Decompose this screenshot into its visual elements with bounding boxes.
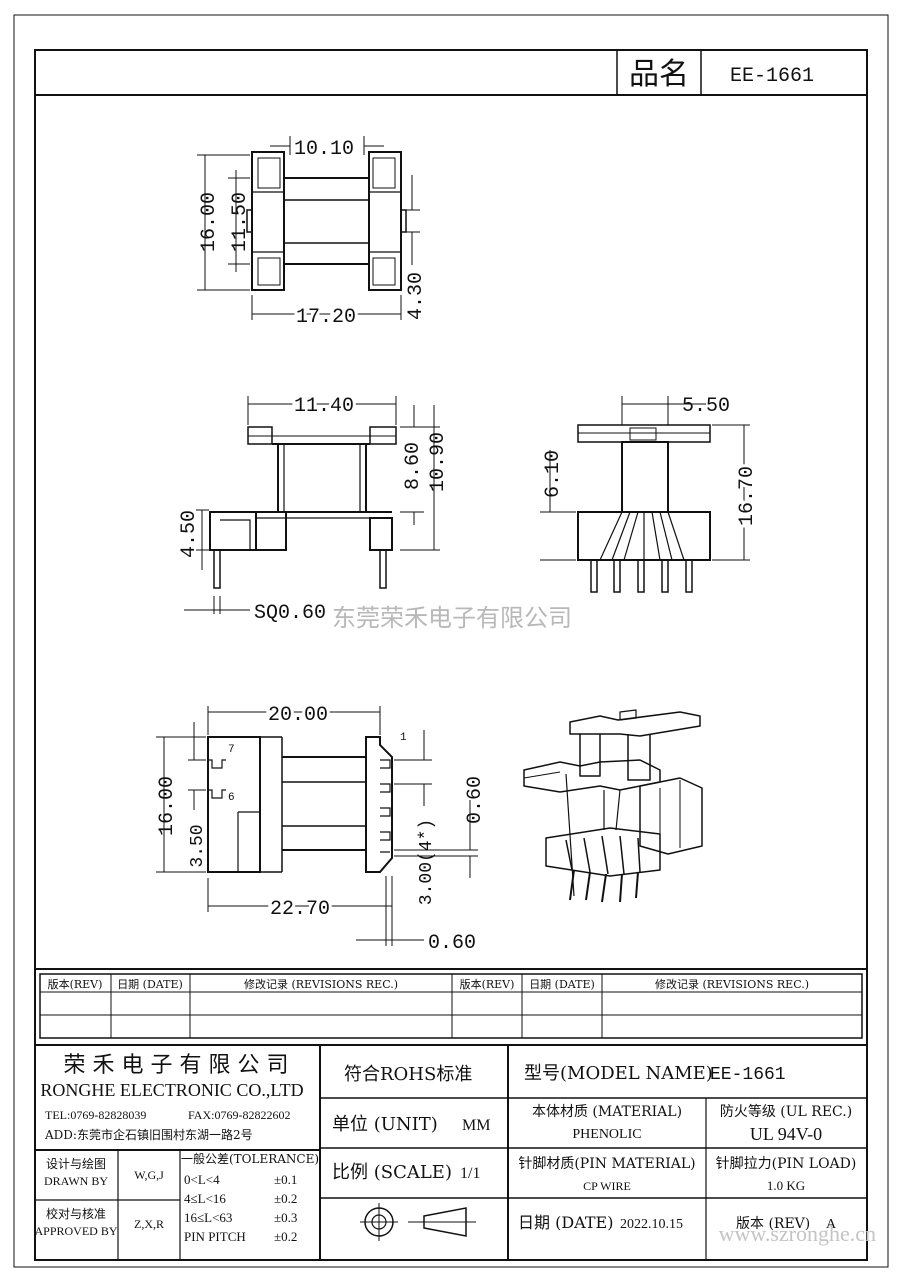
front-view-dim-left: 4.50 [178,510,201,558]
rev-header-1: 版本(REV) [48,977,103,991]
material-label: 本体材质 (MATERIAL) [532,1104,682,1120]
revisions-table: 版本(REV) 日期 (DATE) 修改记录 (REVISIONS REC.) … [35,968,867,1039]
side-view-dim-top: 5.50 [682,395,730,418]
tolerance-range-4: PIN PITCH [184,1229,246,1244]
part-number: EE-1661 [730,65,814,88]
watermark-url: www.szronghe.cn [719,1221,876,1246]
outer-frame [13,14,889,1268]
front-view-dim-right-outer: 10.90 [427,432,450,492]
rev-header-2: 日期 (DATE) [117,978,183,991]
pin-label-1: 1 [400,732,407,744]
rev-header-5: 日期 (DATE) [529,978,595,991]
front-view-dim-top: 11.40 [294,395,354,418]
drawn-by-en: DRAWN BY [44,1174,108,1188]
rev-header-6: 修改记录 (REVISIONS REC.) [655,977,809,991]
ul-label: 防火等级 (UL REC.) [720,1103,852,1120]
approved-by-en: APPROVED BY [34,1224,117,1238]
front-view: 11.40 8.60 10.90 4.50 SQ0.60 [178,392,450,625]
side-view-dim-right: 16.70 [736,466,759,526]
bottom-view: 7 6 1 20.00 16.00 3.50 3.00(4*) 0.60 22.… [156,701,487,955]
pin-label-7: 7 [228,744,235,756]
rev-header-3: 修改记录 (REVISIONS REC.) [244,977,398,991]
unit-value: MM [462,1117,490,1134]
pin-label-6: 6 [228,792,235,804]
name-label: 品名 [629,57,689,92]
front-view-dim-pin: SQ0.60 [254,602,326,625]
drawn-by-value: W,G,J [134,1168,164,1182]
date-label: 日期 (DATE) [518,1213,613,1232]
tolerance-title: 一般公差(TOLERANCE) [181,1151,319,1166]
date-value: 2022.10.15 [620,1217,683,1232]
tolerance-range-1: 0<L<4 [184,1172,220,1187]
company-en: RONGHE ELECTRONIC CO.,LTD [40,1080,303,1100]
rev-label: 版本 (REV) [736,1216,810,1232]
front-view-dim-right-inner: 8.60 [402,442,425,490]
tolerance-value-2: ±0.2 [274,1191,297,1206]
inner-frame [34,49,868,1261]
projection-symbol [360,1203,476,1241]
approved-by-value: Z,X,R [134,1217,164,1231]
tolerance-value-3: ±0.3 [274,1210,297,1225]
pin-load-value: 1.0 KG [767,1178,805,1193]
model-label: 型号(MODEL NAME) [524,1063,713,1084]
company-cn: 荣 禾 电 子 有 限 公 司 [64,1053,289,1078]
top-view-dim-right: 4.30 [405,272,428,320]
company-tel: TEL:0769-82828039 [45,1108,146,1122]
bottom-view-dim-bottom: 22.70 [270,898,330,921]
tolerance-range-2: 4≤L<16 [184,1191,226,1206]
bottom-view-dim-pin: 0.60 [428,932,476,955]
rohs-label: 符合ROHS标准 [344,1064,472,1085]
title-block: 荣 禾 电 子 有 限 公 司 RONGHE ELECTRONIC CO.,LT… [34,1044,867,1260]
material-value: PHENOLIC [572,1127,641,1142]
tolerance-value-1: ±0.1 [274,1172,297,1187]
top-view-dim-bottom: 17.20 [296,306,356,329]
tolerance-range-3: 16≤L<63 [184,1210,232,1225]
top-view: 10.10 16.00 11.50 17.20 4.30 [197,136,428,332]
watermark-company: 东莞荣禾电子有限公司 [332,604,572,632]
bottom-view-dim-pitch: 3.00(4*) [417,819,437,905]
company-address: ADD:东莞市企石镇旧围村东湖一路2号 [44,1127,253,1142]
top-view-dim-left-inner: 11.50 [229,192,252,252]
bottom-view-dim-left: 16.00 [156,776,179,836]
scale-value: 1/1 [460,1165,480,1182]
side-view-dim-left: 6.10 [542,450,565,498]
model-value: EE-1661 [710,1065,786,1085]
top-view-dim-left-outer: 16.00 [198,192,221,252]
drawn-by-cn: 设计与绘图 [46,1156,106,1171]
isometric-view [523,709,703,903]
bottom-view-dim-right: 0.60 [464,776,487,824]
bottom-view-dim-left-small: 3.50 [188,824,208,867]
header-block: 品名 EE-1661 [35,50,867,96]
unit-label: 单位 (UNIT) [332,1114,438,1135]
tolerance-value-4: ±0.2 [274,1229,297,1244]
side-view: 5.50 6.10 16.70 [540,395,762,593]
top-view-dim-top: 10.10 [294,138,354,161]
company-fax: FAX:0769-82822602 [188,1108,290,1122]
pin-material-label: 针脚材质(PIN MATERIAL) [518,1156,695,1172]
ul-value: UL 94V-0 [750,1124,822,1144]
pin-load-label: 针脚拉力(PIN LOAD) [716,1156,857,1172]
pin-material-value: CP WIRE [583,1179,631,1193]
approved-by-cn: 校对与核准 [46,1206,106,1221]
rev-header-4: 版本(REV) [460,977,515,991]
bottom-view-dim-top: 20.00 [268,704,328,727]
scale-label: 比例 (SCALE) [332,1162,452,1183]
rev-value: A [826,1217,837,1232]
